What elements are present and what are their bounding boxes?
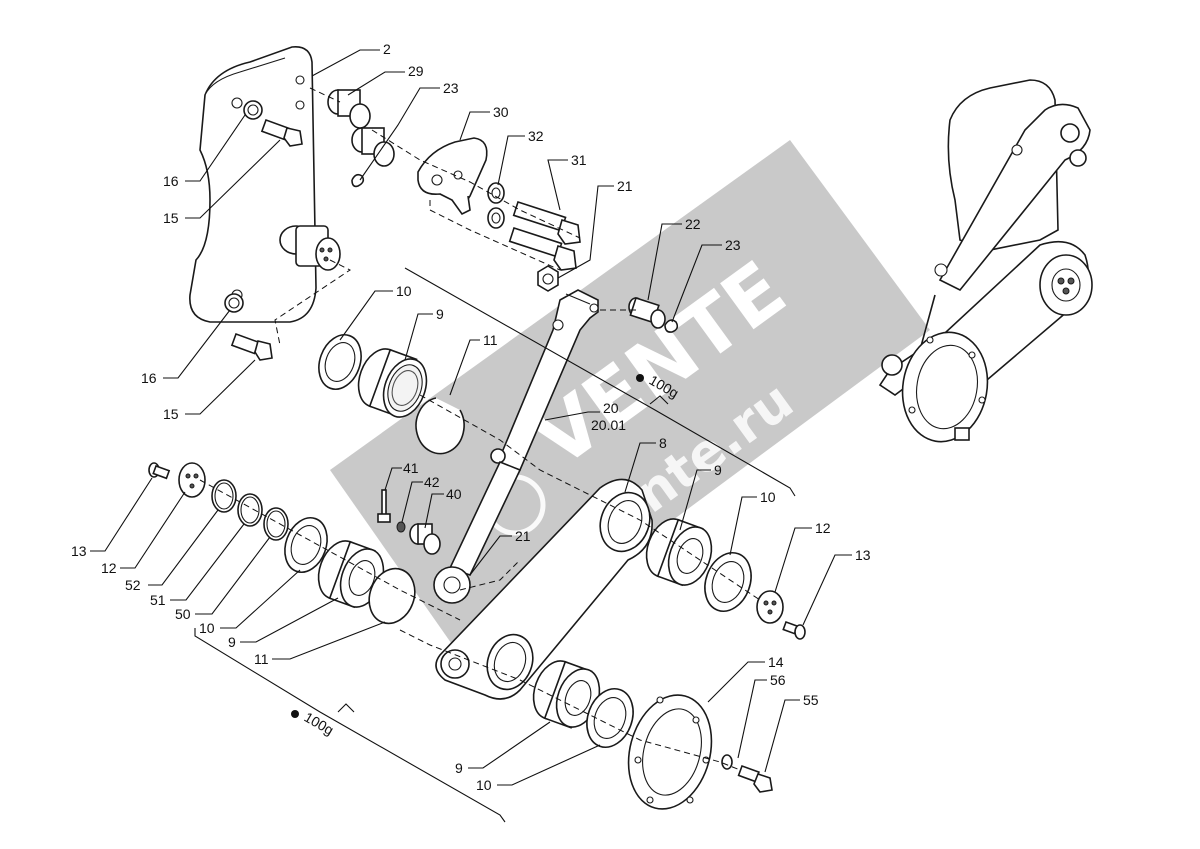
callout-label: 32 — [528, 128, 544, 144]
callout-label: 55 — [803, 692, 819, 708]
leader-lines — [90, 49, 852, 786]
watermark: VENTE moVente.ru — [330, 140, 930, 670]
grease-icon-lower — [291, 710, 299, 718]
callout-label: 16 — [163, 173, 179, 189]
callout-label: 8 — [659, 435, 667, 451]
callout-label: 13 — [71, 543, 87, 559]
callout-label: 9 — [714, 462, 722, 478]
callout-label: 20.01 — [591, 417, 626, 433]
grease-bracket-upper — [404, 267, 796, 497]
callout-label: 13 — [855, 547, 871, 563]
callout-label: 10 — [199, 620, 215, 636]
assembled-view — [878, 79, 1093, 443]
grease-icon-upper — [636, 374, 644, 382]
bearing-9-right — [645, 518, 713, 587]
bracket-30 — [417, 137, 488, 216]
callout-label: 31 — [571, 152, 587, 168]
callout-label: 11 — [483, 332, 498, 348]
washer-56 — [721, 754, 733, 770]
grease-bracket-lower — [194, 628, 506, 823]
clip-23-lower — [664, 319, 679, 333]
bearing-9-upper — [357, 348, 428, 418]
screw-41 — [377, 489, 391, 523]
callout-label: 51 — [150, 592, 166, 608]
callout-label: 42 — [424, 474, 440, 490]
grease-note-lower: 100g — [302, 709, 337, 738]
pin-40 — [409, 523, 441, 555]
callout-label: 50 — [175, 606, 191, 622]
cover-14 — [627, 694, 713, 810]
callout-label: 21 — [515, 528, 531, 544]
callout-label: 22 — [685, 216, 701, 232]
callout-label: 21 — [617, 178, 633, 194]
callout-label: 10 — [396, 283, 412, 299]
callout-label: 23 — [443, 80, 459, 96]
seal-10-bottom — [586, 688, 634, 748]
pin-22 — [628, 296, 666, 329]
nut-21-upper — [537, 265, 559, 292]
callout-label: 16 — [141, 370, 157, 386]
callout-label: 9 — [228, 634, 236, 650]
callout-label: 9 — [455, 760, 463, 776]
bolt-15-upper — [260, 118, 303, 147]
callout-label: 12 — [815, 520, 831, 536]
seal-10-upper — [318, 334, 362, 390]
circlip-11-upper — [415, 397, 465, 455]
cover-12-left — [178, 462, 206, 498]
callout-label: 23 — [725, 237, 741, 253]
seal-10-right — [704, 552, 752, 612]
callout-labels: 2 29 23 30 32 31 21 22 23 16 15 16 15 10… — [71, 41, 871, 793]
cover-12-right — [756, 590, 784, 624]
callout-label: 52 — [125, 577, 141, 593]
clip-23-upper — [351, 173, 365, 188]
bolt-55 — [737, 764, 773, 793]
callout-label: 56 — [770, 672, 786, 688]
screw-13-right — [782, 620, 806, 640]
callout-label: 40 — [446, 486, 462, 502]
bolts-31 — [508, 200, 581, 271]
assembly-lines — [199, 87, 761, 771]
callout-label: 11 — [254, 651, 269, 667]
callout-label: 29 — [408, 63, 424, 79]
callout-label: 30 — [493, 104, 509, 120]
callout-label: 10 — [476, 777, 492, 793]
callout-label: 20 — [603, 400, 619, 416]
bush-29 — [327, 89, 395, 167]
swing-arm-8 — [435, 478, 653, 700]
washer-42 — [396, 521, 406, 533]
callout-label: 15 — [163, 210, 179, 226]
seal-10-left — [284, 517, 328, 573]
callout-label: 15 — [163, 406, 179, 422]
bolt-15-lower — [230, 332, 273, 361]
circlip-11-lower — [368, 567, 416, 625]
mounting-plate — [189, 45, 341, 323]
callout-label: 2 — [383, 41, 391, 57]
screw-13-left — [148, 462, 171, 480]
callout-label: 12 — [101, 560, 117, 576]
callout-label: 41 — [403, 460, 419, 476]
callout-label: 14 — [768, 654, 784, 670]
callout-label: 9 — [436, 306, 444, 322]
callout-label: 10 — [760, 489, 776, 505]
